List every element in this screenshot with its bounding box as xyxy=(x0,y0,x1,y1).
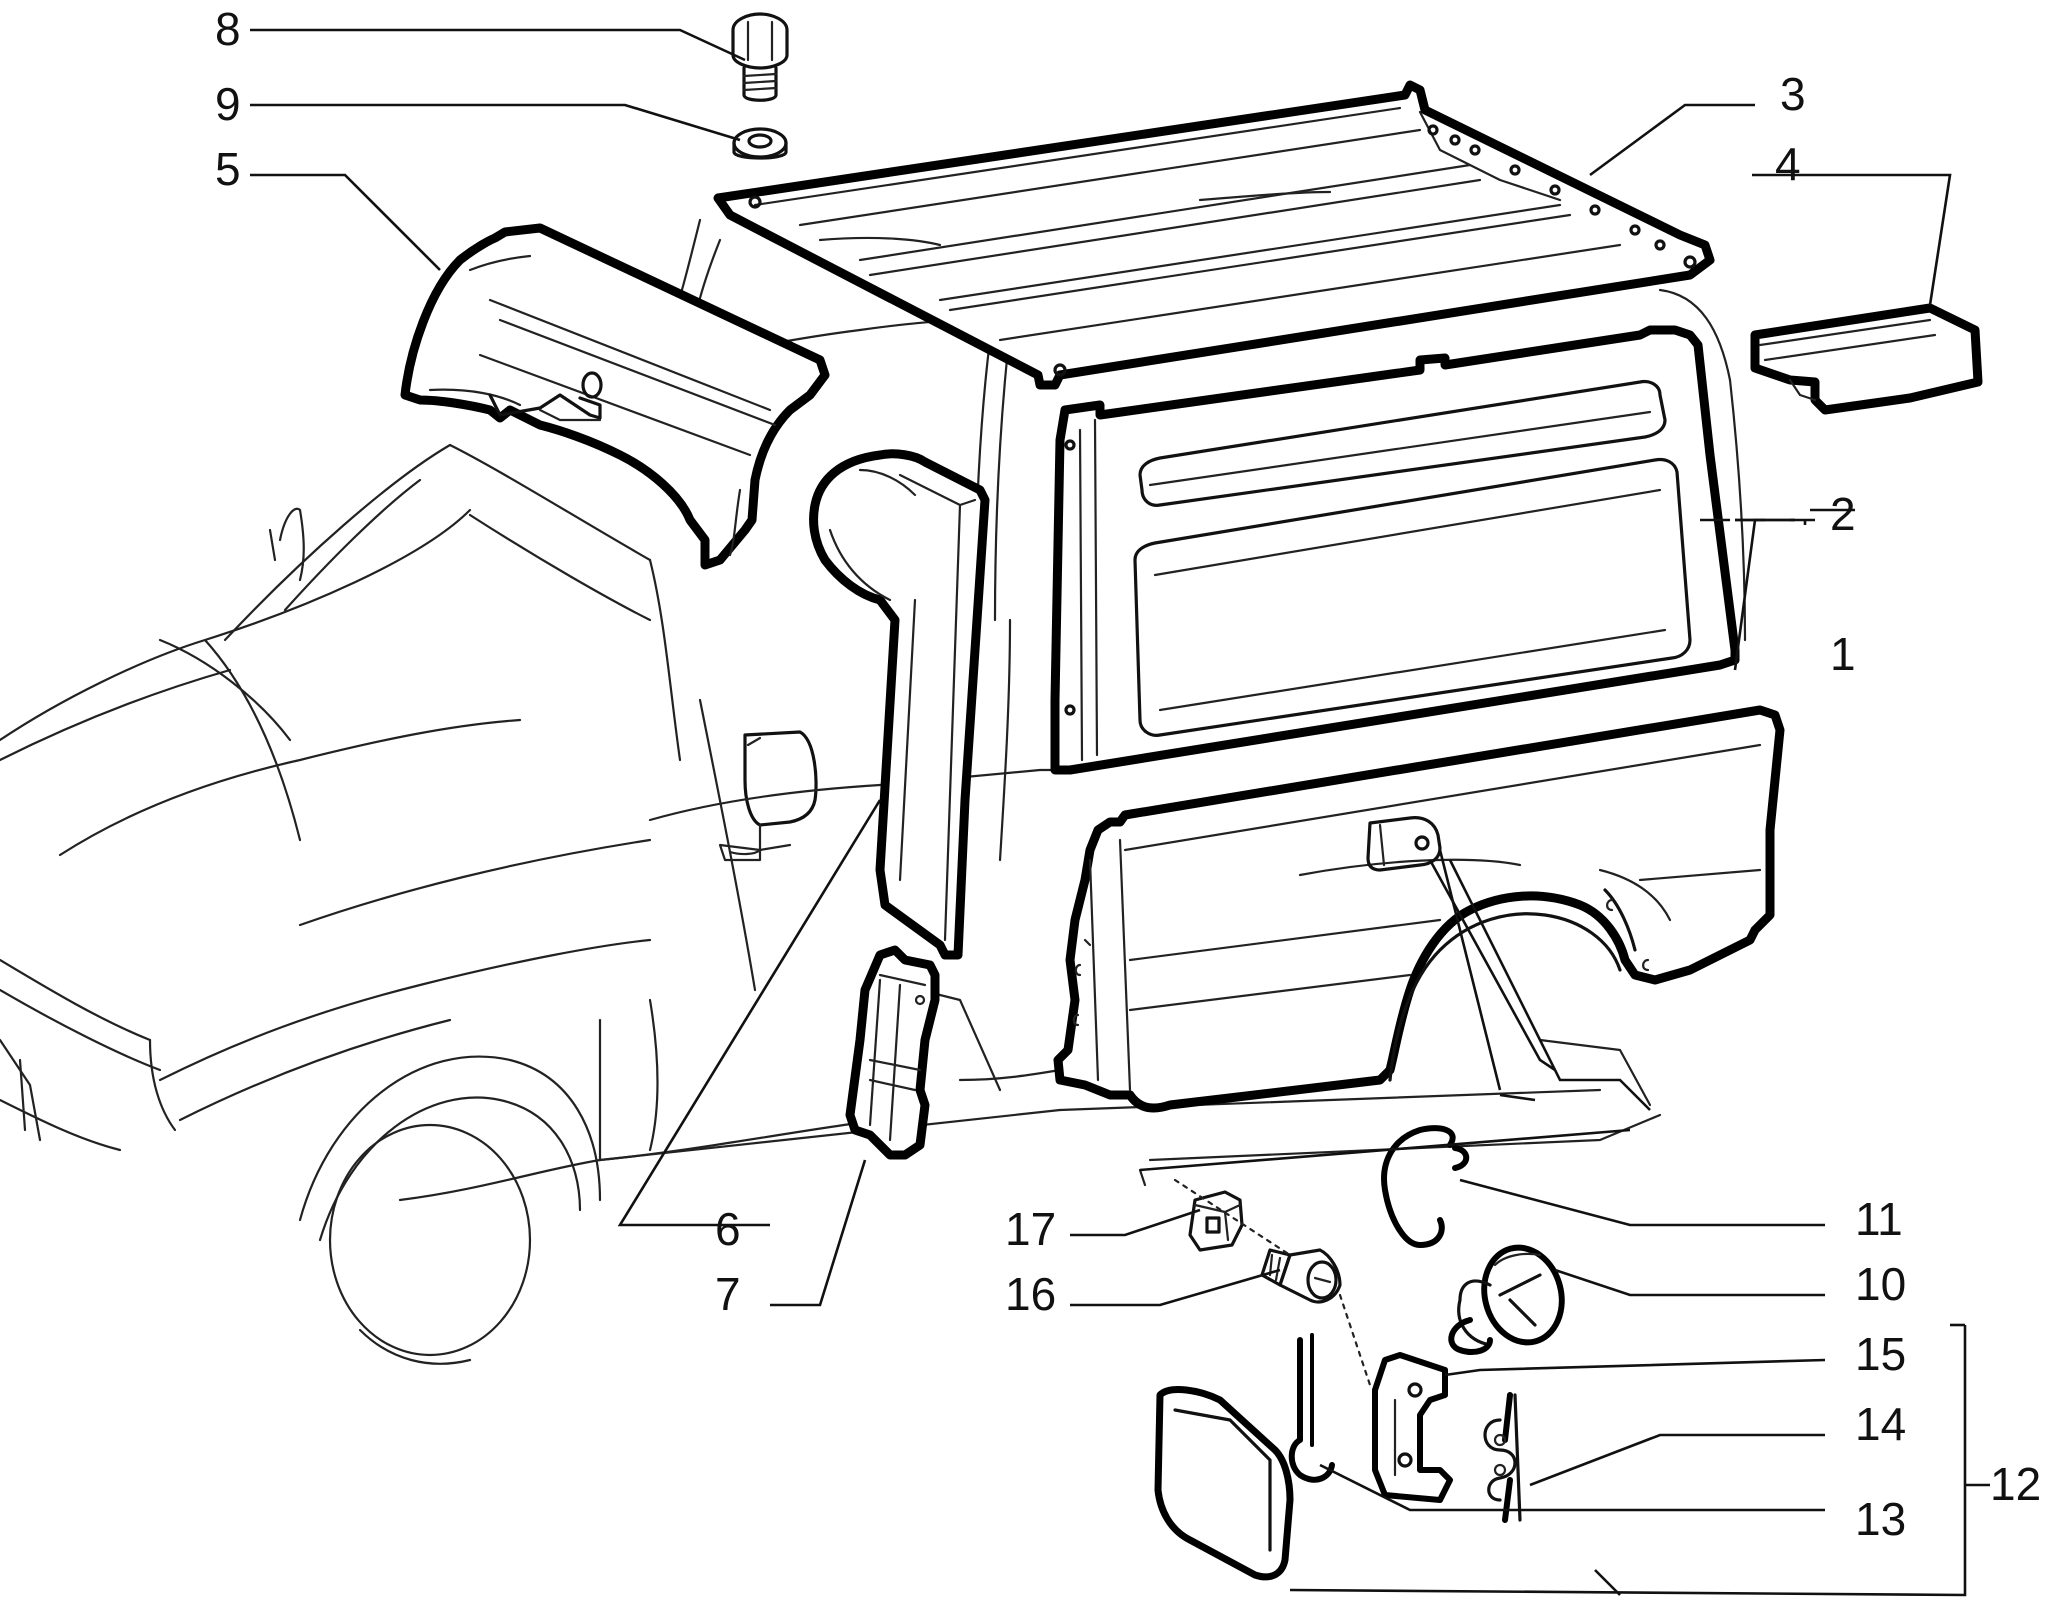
callout-11: 11 xyxy=(1855,1193,1903,1245)
part-10-filler-housing xyxy=(1448,1244,1565,1355)
part-2-side-window-panel xyxy=(1050,325,1740,775)
leader-lines xyxy=(250,28,1990,1597)
callout-9: 9 xyxy=(215,78,241,130)
callout-16: 16 xyxy=(1005,1268,1056,1320)
part-4-cover-panel xyxy=(1750,303,1983,415)
callout-labels: 8 9 5 3 4 2 1 6 7 17 16 11 10 15 14 13 1… xyxy=(215,3,2041,1545)
part-13-hinge-pin xyxy=(1288,1333,1335,1483)
callout-14: 14 xyxy=(1855,1398,1906,1450)
callout-8: 8 xyxy=(215,3,241,55)
callout-2: 2 xyxy=(1830,488,1856,540)
callout-15: 15 xyxy=(1855,1328,1906,1380)
part-5-upper-panel xyxy=(400,223,830,570)
callout-4: 4 xyxy=(1775,138,1801,190)
callout-5: 5 xyxy=(215,143,241,195)
callout-12: 12 xyxy=(1990,1458,2041,1510)
part-1-rear-quarter-panel xyxy=(1053,705,1785,1113)
callout-3: 3 xyxy=(1780,68,1806,120)
part-14-spring xyxy=(1483,1392,1522,1523)
part-17-block xyxy=(1188,1190,1244,1252)
callout-13: 13 xyxy=(1855,1493,1906,1545)
part-8-bolt xyxy=(731,12,789,102)
callout-1: 1 xyxy=(1830,628,1856,680)
part-11-clip-ring xyxy=(1381,1125,1470,1248)
part-12-fuel-flap xyxy=(1154,1386,1294,1581)
part-9-washer xyxy=(732,127,788,160)
callout-6: 6 xyxy=(715,1203,741,1255)
callout-10: 10 xyxy=(1855,1258,1906,1310)
part-6-pillar-trim xyxy=(809,449,990,960)
callout-17: 17 xyxy=(1005,1203,1056,1255)
part-7-lower-pillar xyxy=(845,945,940,1160)
part-16-screw xyxy=(1260,1248,1342,1304)
part-15-bracket xyxy=(1372,1352,1453,1503)
part-3-roof-panel xyxy=(713,80,1715,390)
callout-7: 7 xyxy=(715,1268,741,1320)
